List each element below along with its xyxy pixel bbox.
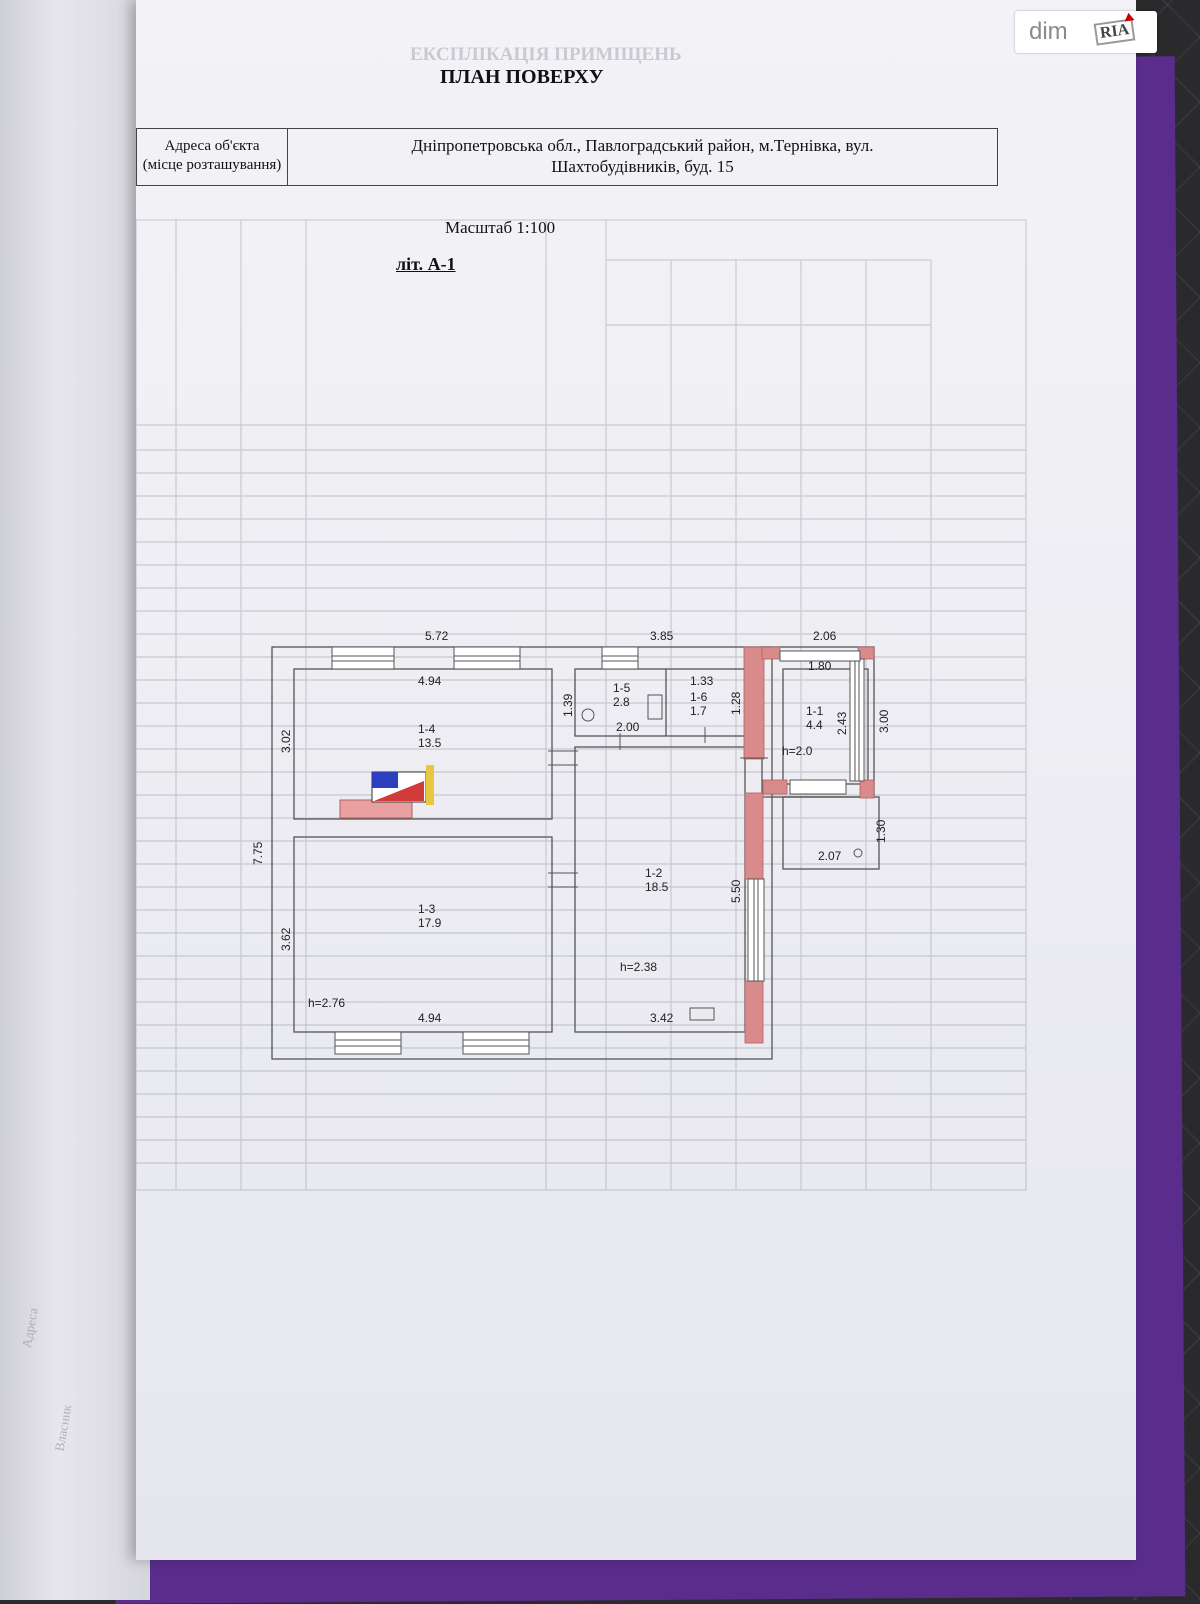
dim-total-height: 7.75 — [251, 841, 265, 865]
dim-r2-width: 3.42 — [650, 1011, 674, 1025]
room-area-1-4: 13.5 — [418, 736, 442, 750]
room-id-1-5: 1-5 — [613, 681, 631, 695]
dim-r1-height: 2.43 — [835, 711, 849, 735]
dim-r1-width: 1.80 — [808, 659, 832, 673]
dim-porch-height: 1.30 — [874, 819, 888, 843]
left-page: Адреса Власник — [0, 0, 150, 1600]
show-through-title: ЕКСПЛІКАЦІЯ ПРИМІЩЕНЬ — [410, 44, 682, 65]
room-id-1-4: 1-4 — [418, 722, 436, 736]
room-area-1-5: 2.8 — [613, 695, 630, 709]
height-kitchen: h=2.38 — [620, 960, 657, 974]
room-area-1-6: 1.7 — [690, 704, 707, 718]
room-area-1-2: 18.5 — [645, 880, 669, 894]
logo-text: dim — [1029, 18, 1068, 45]
room-area-1-3: 17.9 — [418, 916, 442, 930]
dim-right-outer: 3.00 — [877, 709, 891, 733]
dim-r2-height: 5.50 — [729, 879, 743, 903]
height-entry: h=2.0 — [782, 744, 813, 758]
dim-r3-width: 4.94 — [418, 1011, 442, 1025]
dim-r6-height: 1.28 — [729, 691, 743, 715]
dim-r5-width: 2.00 — [616, 720, 640, 734]
letter-label: літ. А-1 — [396, 254, 456, 274]
address-label: Адреса об'єкта (місце розташування) — [137, 129, 288, 185]
dim-top-mid: 3.85 — [650, 629, 674, 643]
dimria-logo[interactable]: dim RIA — [1015, 11, 1157, 53]
dim-r6-width: 1.33 — [690, 674, 714, 688]
room-id-1-3: 1-3 — [418, 902, 436, 916]
dim-r4-width: 4.94 — [418, 674, 442, 688]
dim-porch-width: 2.07 — [818, 849, 842, 863]
address-value: Дніпропетровська обл., Павлоградський ра… — [411, 136, 874, 176]
dim-top-left: 5.72 — [425, 629, 449, 643]
room-area-1-1: 4.4 — [806, 718, 823, 732]
dim-r5-height: 1.39 — [561, 693, 575, 717]
room-id-1-6: 1-6 — [690, 690, 708, 704]
floor-plan: 5.72 3.85 2.06 4.94 1.80 1.33 2.00 4.94 … — [251, 629, 891, 1060]
scale-label: Масштаб 1:100 — [445, 218, 556, 237]
address-box: Адреса об'єкта (місце розташування) Дніп… — [136, 128, 998, 186]
height-main: h=2.76 — [308, 996, 345, 1010]
dim-top-right: 2.06 — [813, 629, 837, 643]
room-id-1-2: 1-2 — [645, 866, 663, 880]
ria-mark-icon: RIA — [1093, 18, 1136, 46]
dim-r3-height: 3.62 — [279, 927, 293, 951]
room-id-1-1: 1-1 — [806, 704, 824, 718]
dim-r4-height: 3.02 — [279, 729, 293, 753]
page-title: ПЛАН ПОВЕРХУ — [440, 66, 604, 88]
